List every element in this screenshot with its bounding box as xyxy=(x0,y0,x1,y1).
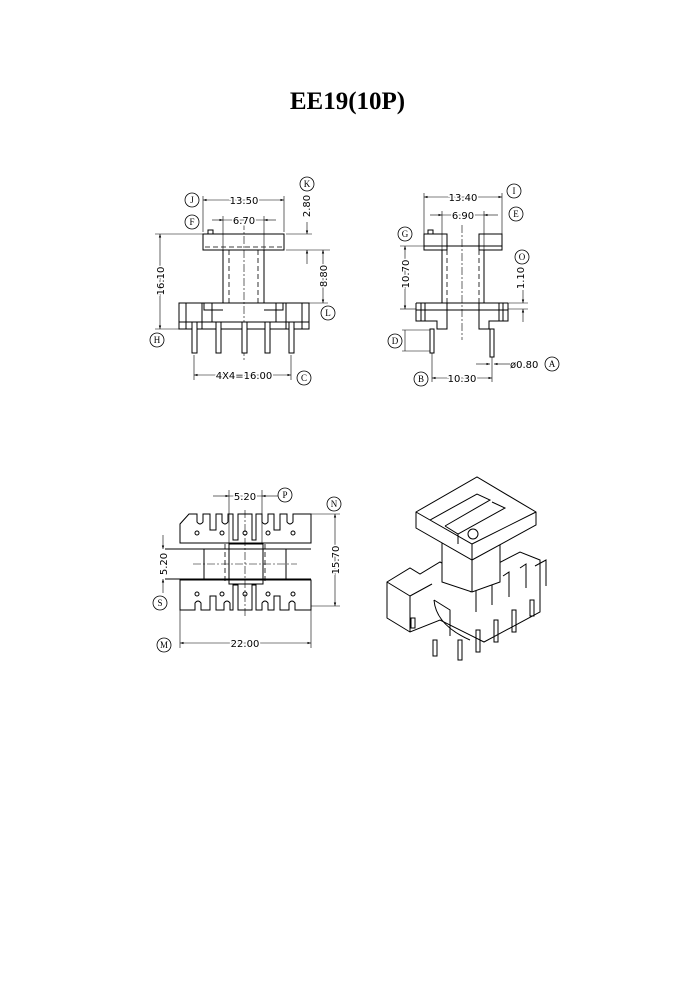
svg-text:D: D xyxy=(392,336,399,346)
dim-2-80: 2.80 xyxy=(302,195,313,217)
dim-10-70: 10.70 xyxy=(401,260,412,289)
callouts-side: I E G O D B A xyxy=(387,183,560,387)
svg-text:S: S xyxy=(157,598,162,608)
drawing-title: EE19(10P) xyxy=(289,88,406,115)
dim-8-80: 8.80 xyxy=(319,265,330,287)
svg-text:K: K xyxy=(304,179,311,189)
svg-text:O: O xyxy=(519,252,526,262)
dim-13-50: 13.50 xyxy=(230,196,259,207)
dim-6-90: 6.90 xyxy=(452,211,474,222)
svg-text:A: A xyxy=(549,359,556,369)
dim-6-70: 6.70 xyxy=(233,216,255,227)
svg-text:F: F xyxy=(189,217,194,227)
callouts-front: J F K H L C xyxy=(149,176,336,386)
dim-5-20-core: 5.20 xyxy=(159,553,170,575)
dim-5-20-slot: 5.20 xyxy=(234,492,256,503)
svg-text:I: I xyxy=(513,186,516,196)
isometric-view xyxy=(386,476,547,661)
svg-text:L: L xyxy=(325,308,331,318)
bottom-view: 5.20 15.70 5.20 22.00 P N S M xyxy=(152,487,344,653)
svg-text:N: N xyxy=(331,499,338,509)
dim-22-00: 22.00 xyxy=(231,639,260,650)
svg-text:P: P xyxy=(282,490,287,500)
svg-text:J: J xyxy=(190,195,194,205)
pins xyxy=(191,321,295,354)
dim-13-40: 13.40 xyxy=(449,193,478,204)
side-view: 13.40 6.90 10.70 1.10 10.30 ø0.80 I E G … xyxy=(387,183,560,387)
flange-nub xyxy=(207,229,214,235)
svg-text:E: E xyxy=(513,209,519,219)
svg-text:C: C xyxy=(301,373,307,383)
dim-pin-dia: ø0.80 xyxy=(510,360,538,371)
top-flange xyxy=(202,233,285,251)
dim-1-10: 1.10 xyxy=(516,267,527,289)
dim-16-10: 16.10 xyxy=(156,267,167,296)
svg-text:H: H xyxy=(154,335,161,345)
svg-text:B: B xyxy=(418,374,424,384)
svg-text:G: G xyxy=(402,229,409,239)
dim-pin-pitch: 4X4=16.00 xyxy=(216,371,273,382)
callouts-bottom: P N S M xyxy=(152,487,342,653)
front-view: 13.50 6.70 2.80 16.10 8.80 4X4=16.00 J F… xyxy=(149,176,336,386)
dim-15-70: 15.70 xyxy=(331,546,342,575)
svg-text:M: M xyxy=(160,640,168,650)
dim-10-30: 10.30 xyxy=(448,374,477,385)
